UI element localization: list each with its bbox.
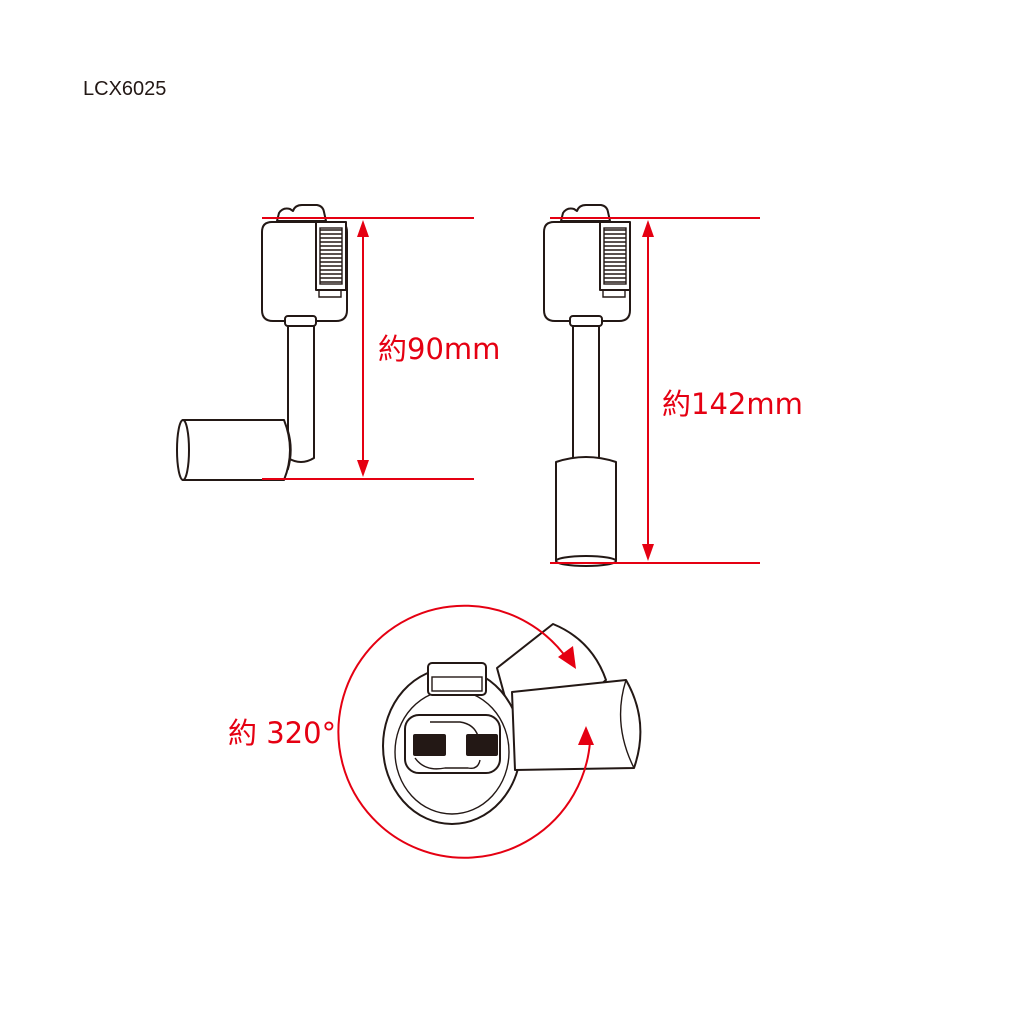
rotation-arrowhead-top xyxy=(558,646,576,669)
right-lamp-socket xyxy=(555,456,617,561)
socket-face-curve-top xyxy=(430,721,479,737)
model-number: LCX6025 xyxy=(83,78,166,100)
left-stem-joint xyxy=(287,418,315,463)
adapter-clip-inner xyxy=(431,676,483,692)
right-connector-tab xyxy=(602,290,626,298)
left-lamp-socket-opening xyxy=(176,419,190,481)
lamp-cylinder-end xyxy=(619,679,635,769)
rotation-label: 約 320° xyxy=(228,716,336,750)
left-dimension: 約90mm xyxy=(262,217,500,480)
left-dimension-label: 約90mm xyxy=(378,332,500,366)
left-connector-tab xyxy=(318,290,342,298)
right-dimension-arrowhead-top xyxy=(642,220,654,237)
adapter-clip xyxy=(427,662,487,696)
socket-face-curve xyxy=(414,757,481,770)
connector-rib-frame xyxy=(319,227,343,285)
right-stem-collar xyxy=(569,315,603,327)
left-stem xyxy=(287,325,315,427)
rotation-arrowhead-bottom xyxy=(578,726,594,745)
rotation-arc xyxy=(337,604,591,859)
right-dimension-label: 約142mm xyxy=(662,387,803,421)
right-dimension: 約142mm xyxy=(550,217,803,564)
right-connector-ribs xyxy=(603,227,627,285)
socket-slot-left xyxy=(413,734,446,756)
right-lamp-socket-opening xyxy=(555,555,617,567)
socket-slot-right xyxy=(466,734,498,756)
left-lamp-socket xyxy=(182,419,291,481)
left-connector-ribs xyxy=(319,227,343,285)
left-fixture-drawing xyxy=(176,204,348,481)
socket-face xyxy=(404,714,501,774)
right-fixture-drawing xyxy=(543,204,631,567)
right-stem xyxy=(572,325,600,461)
rotation-view-drawing xyxy=(382,623,642,825)
right-dimension-arrowhead-bottom xyxy=(642,544,654,561)
rotation-indicator: 約 320° xyxy=(228,604,594,859)
left-dimension-arrowhead-bottom xyxy=(357,460,369,477)
left-stem-collar xyxy=(284,315,317,327)
connector-rib-frame xyxy=(603,227,627,285)
left-stem-joint-edge xyxy=(287,429,292,471)
left-dimension-arrowhead-top xyxy=(357,220,369,237)
